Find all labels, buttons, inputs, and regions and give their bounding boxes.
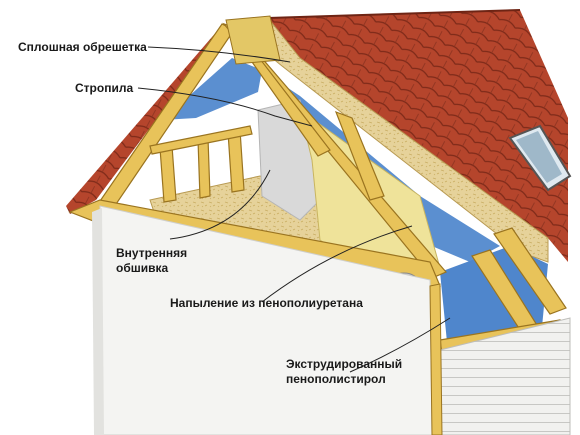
wall-post: [429, 283, 443, 435]
roof-tiles: [267, 9, 568, 262]
label-inner-lining: Внутренняя обшивка: [116, 246, 187, 276]
label-inner-lining-line2: обшивка: [116, 261, 169, 275]
rafters: [97, 22, 567, 337]
roof-window: [508, 124, 572, 192]
label-pu-foam-spray: Напыление из пенополиуретана: [170, 296, 363, 310]
leader-lines: [137, 46, 451, 373]
label-rafters: Стропила: [75, 81, 134, 95]
label-xps-line1: Экструдированный: [286, 357, 403, 371]
label-xps-line2: пенополистирол: [286, 372, 386, 386]
label-inner-lining-line1: Внутренняя: [116, 246, 188, 260]
label-solid-sheathing: Сплошная обрешетка: [18, 40, 147, 54]
wall-corner: [92, 208, 104, 435]
left-eave-tiles: [66, 26, 226, 214]
label-xps: Экструдированный пенополистирол: [286, 357, 402, 387]
solid-sheathing-band: [226, 17, 549, 263]
